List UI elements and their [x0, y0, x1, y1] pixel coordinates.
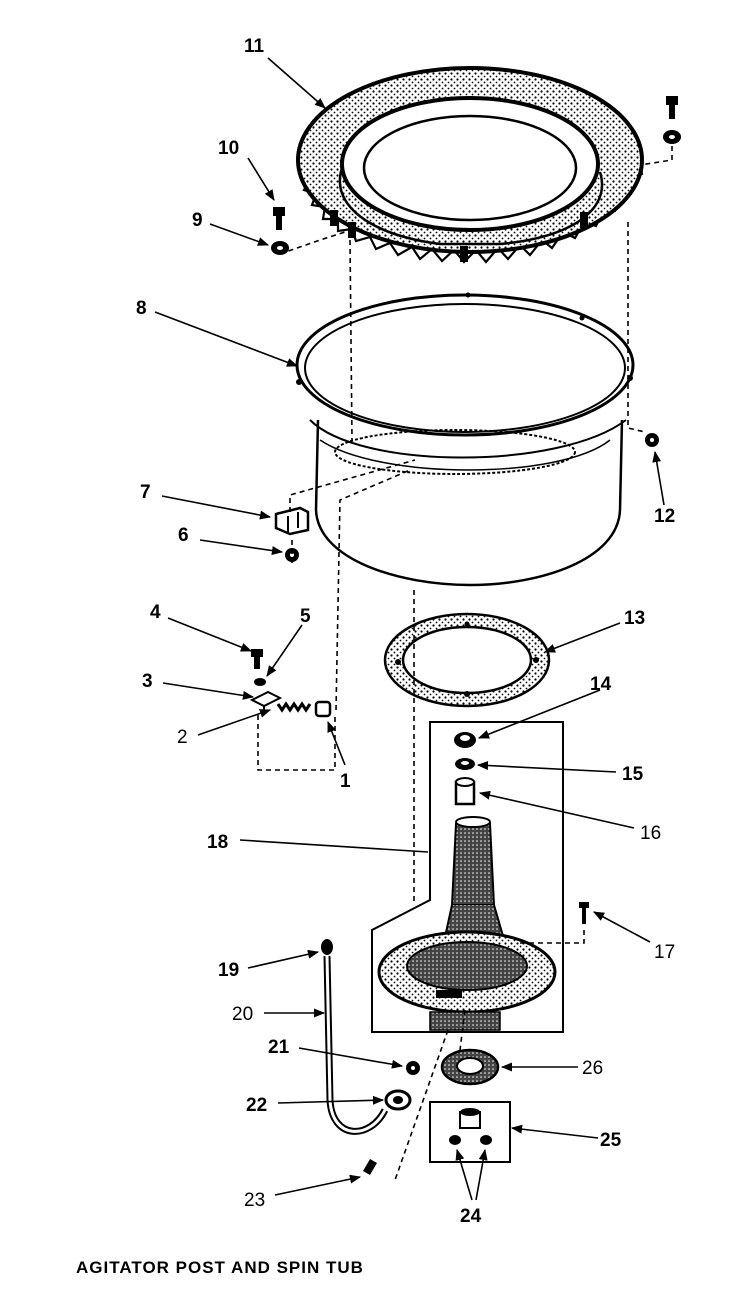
label-part-6: 6	[178, 525, 189, 546]
agitator-post-assembly-part-18	[371, 721, 564, 1033]
washer-part-26	[440, 1048, 500, 1086]
label-part-5: 5	[300, 606, 311, 627]
label-part-21: 21	[268, 1037, 290, 1058]
washer-part-9	[271, 241, 289, 255]
label-part-4: 4	[150, 602, 161, 623]
label-part-19: 19	[218, 960, 239, 981]
balance-ring-part-11	[296, 66, 644, 264]
label-part-16: 16	[640, 823, 661, 844]
nut-part-12	[645, 433, 659, 447]
diagram-caption: AGITATOR POST AND SPIN TUB	[76, 1258, 364, 1277]
label-part-2: 2	[177, 727, 188, 748]
hose-part-20	[321, 939, 389, 1135]
label-part-8: 8	[136, 298, 147, 319]
label-part-11: 11	[244, 36, 265, 57]
bushing-part-16	[454, 777, 476, 806]
fitting-part-22	[384, 1089, 412, 1111]
label-part-26: 26	[582, 1058, 603, 1079]
leader-lines	[154, 57, 665, 1201]
spring-part-2	[276, 701, 312, 713]
callout-labels: 11 10 9 8 7 6 12 4 5 13 3 14 2 1 15 16 1…	[136, 36, 675, 1227]
washer-part-15	[455, 758, 475, 770]
alignment-lines	[257, 146, 673, 1181]
nut-part-6	[285, 548, 299, 562]
label-part-14: 14	[590, 674, 612, 695]
screw-part-17	[579, 902, 589, 924]
cap-part-1	[314, 700, 332, 718]
label-part-7: 7	[140, 482, 151, 503]
label-part-23: 23	[244, 1190, 265, 1211]
label-part-13: 13	[624, 608, 645, 629]
label-part-22: 22	[246, 1095, 267, 1116]
label-part-1: 1	[340, 771, 351, 792]
drive-coupling-part-25	[429, 1101, 511, 1163]
gasket-part-13	[383, 612, 551, 708]
label-part-10: 10	[218, 138, 239, 159]
screw-part-23	[363, 1158, 377, 1176]
label-part-18: 18	[207, 832, 228, 853]
screw-and-washer-upper-right	[663, 96, 681, 144]
screws-part-24	[449, 1135, 492, 1145]
clip-part-7	[274, 506, 310, 536]
label-part-9: 9	[192, 210, 203, 231]
screw-part-10	[273, 207, 285, 230]
spin-tub-part-8	[295, 292, 635, 587]
label-part-17: 17	[654, 942, 675, 963]
label-part-25: 25	[600, 1130, 622, 1151]
washer-part-5	[254, 678, 266, 686]
label-part-20: 20	[232, 1004, 253, 1025]
label-part-3: 3	[142, 671, 153, 692]
nut-part-21	[406, 1061, 420, 1075]
label-part-15: 15	[622, 764, 644, 785]
seal-part-14	[454, 732, 476, 748]
label-part-24: 24	[460, 1206, 482, 1227]
label-part-12: 12	[654, 506, 675, 527]
screw-part-4	[251, 649, 263, 669]
